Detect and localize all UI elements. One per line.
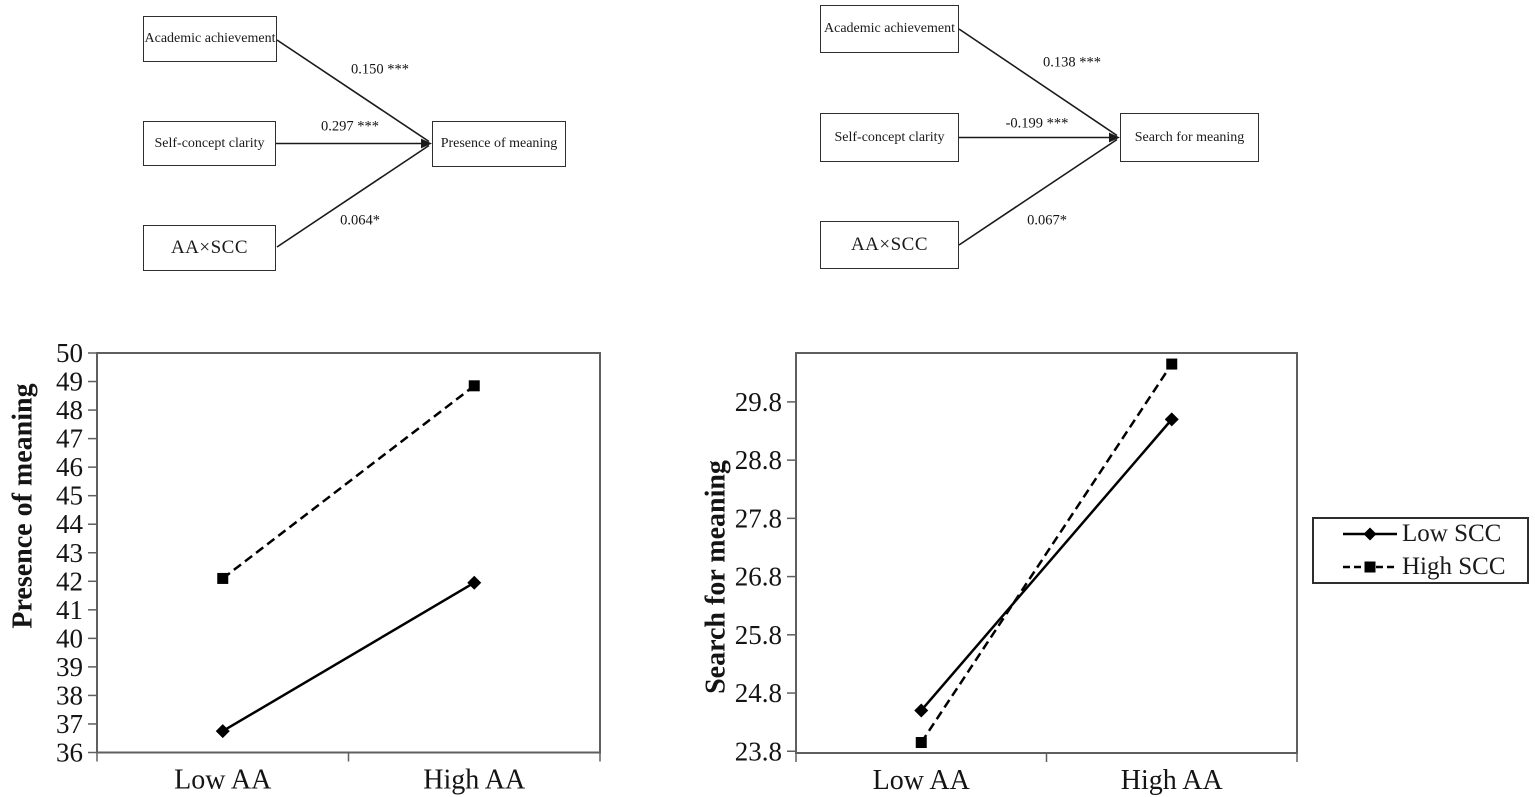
box-self-concept-clarity: Self-concept clarity [820,113,959,162]
y-tick-label: 38 [56,680,83,710]
box-academic-achievement: Academic achievement [820,5,959,53]
series-line-solid [222,581,475,733]
legend: Low SCC High SCC [1312,517,1529,584]
series-line-dashed [221,384,476,580]
y-tick-label: 42 [56,566,83,596]
y-tick-label: 37 [56,709,83,739]
box-self-concept-clarity: Self-concept clarity [143,121,276,166]
box-academic-achievement: Academic achievement [143,16,277,62]
y-tick-label: 46 [56,452,83,482]
marker-square [217,572,229,584]
y-tick-label: 27.8 [735,503,782,533]
marker-diamond [914,703,929,718]
y-tick-label: 23.8 [735,736,782,766]
box-interaction-term: AA×SCC [820,221,959,269]
legend-dashed-square-icon [1343,561,1397,573]
coefficient-aa-presence: 0.150 *** [351,61,409,78]
coefficient-interaction-search: 0.067* [1027,212,1067,229]
box-interaction-term: AA×SCC [143,225,276,271]
y-tick-label: 26.8 [735,562,782,592]
marker-diamond [215,724,230,739]
y-tick-label: 24.8 [735,678,782,708]
y-tick-label: 48 [56,395,83,425]
coefficient-scc-presence: 0.297 *** [321,118,379,135]
y-tick-label: 43 [56,538,83,568]
legend-item-low-scc: Low SCC [1342,520,1527,548]
y-tick-label: 44 [56,509,84,539]
y-tick-label: 45 [56,481,83,511]
x-category-label: Low AA [873,765,971,796]
legend-item-high-scc: High SCC [1342,553,1527,581]
y-tick-label: 40 [56,623,83,653]
y-tick-label: 29.8 [735,387,782,417]
arrowhead-icon [421,138,432,149]
legend-label: High SCC [1402,553,1506,580]
box-presence-of-meaning: Presence of meaning [432,121,566,167]
plot-border [96,352,601,754]
y-tick-label: 41 [56,595,83,625]
y-tick-label: 36 [56,738,83,768]
marker-square [468,380,480,392]
y-tick-label: 47 [56,424,83,454]
coefficient-scc-search: -0.199 *** [1005,115,1069,132]
x-category-label: Low AA [174,765,272,796]
path-interaction-to-presence [276,144,430,248]
plot-border [795,352,1298,754]
box-search-for-meaning: Search for meaning [1120,113,1259,162]
y-tick-label: 28.8 [735,445,782,475]
marker-square [915,737,927,749]
y-axis-title: Presence of meaning [8,383,39,628]
marker-diamond [1164,412,1179,427]
series-line-solid [920,418,1173,712]
x-category-label: High AA [423,765,526,796]
y-axis-title: Search for meaning [701,460,732,694]
y-tick-label: 25.8 [735,620,782,650]
legend-label: Low SCC [1402,520,1502,547]
arrowhead-icon [1109,132,1120,143]
coefficient-aa-search: 0.138 *** [1043,54,1101,71]
series-line-dashed [920,363,1173,744]
legend-solid-diamond-icon [1343,527,1397,541]
y-tick-label: 39 [56,652,83,682]
x-category-label: High AA [1121,765,1224,796]
coefficient-interaction-presence: 0.064* [340,212,380,229]
marker-diamond [467,575,482,590]
y-tick-label: 49 [56,367,83,397]
marker-square [1166,358,1178,370]
y-tick-label: 50 [56,338,83,368]
